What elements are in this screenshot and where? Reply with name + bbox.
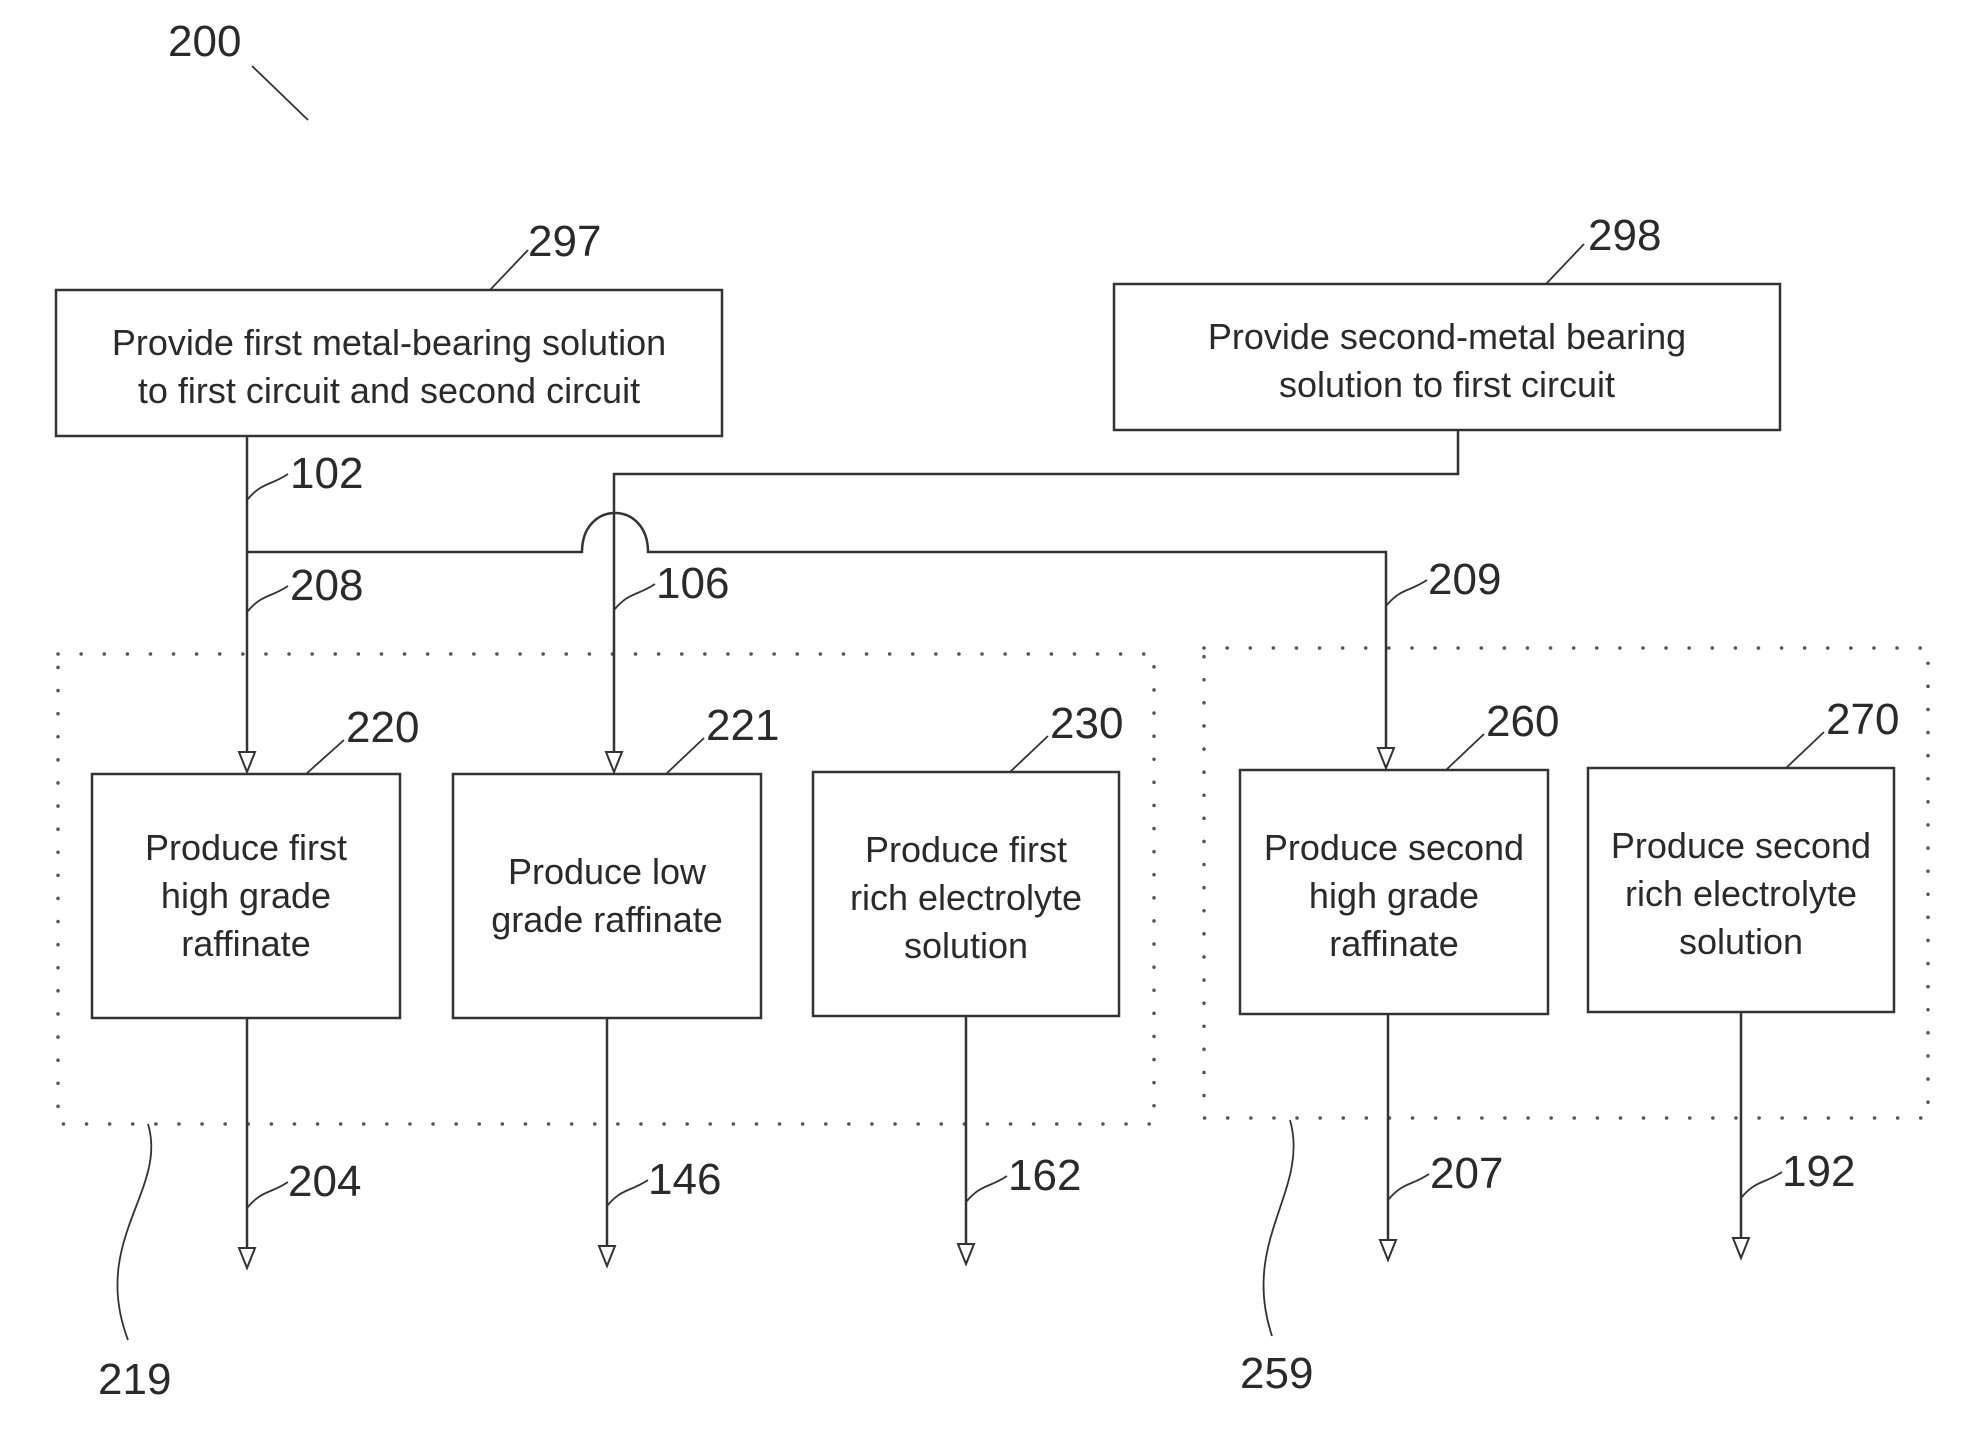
stream-209-ref: 209 (1428, 555, 1501, 604)
box-270-line-3: solution (1679, 921, 1803, 962)
box-230-line-3: solution (904, 925, 1028, 966)
box-220-ref: 220 (346, 703, 419, 752)
stream-207-ref: 207 (1430, 1149, 1503, 1198)
stream-192-ref: 192 (1782, 1147, 1855, 1196)
arrow-207 (1380, 1240, 1396, 1260)
box-260-ref-leader (1446, 734, 1484, 770)
box-297-ref: 297 (528, 217, 601, 266)
box-221-line-1: Produce low (508, 851, 707, 892)
stream-162-leader (966, 1176, 1007, 1202)
box-221-ref: 221 (706, 701, 779, 750)
box-230-line-2: rich electrolyte (850, 877, 1082, 918)
stream-106-leader (614, 584, 655, 610)
box-270-line-1: Produce second (1611, 825, 1871, 866)
box-298-line-2: solution to first circuit (1279, 364, 1615, 405)
box-297-line-1: Provide first metal-bearing solution (112, 322, 666, 363)
arrow-146 (599, 1246, 615, 1266)
stream-204-ref: 204 (288, 1157, 361, 1206)
figure-ref: 200 (168, 17, 241, 66)
box-297: Provide first metal-bearing solution to … (56, 290, 722, 436)
arrow-into-221 (606, 752, 622, 772)
arrow-204 (239, 1248, 255, 1268)
stream-208-leader (247, 586, 288, 612)
box-260-line-3: raffinate (1329, 923, 1458, 964)
stream-146-ref: 146 (648, 1155, 721, 1204)
figure-ref-leader (252, 66, 308, 120)
box-220-line-3: raffinate (181, 923, 310, 964)
box-297-line-2: to first circuit and second circuit (138, 370, 640, 411)
circuit-219-ref: 219 (98, 1355, 171, 1404)
box-230: Produce first rich electrolyte solution (813, 772, 1119, 1016)
box-260-line-2: high grade (1309, 875, 1479, 916)
circuit-259-leader (1263, 1120, 1293, 1336)
circuit-259-ref: 259 (1240, 1349, 1313, 1398)
box-221-line-2: grade raffinate (491, 899, 723, 940)
stream-102-ref: 102 (290, 449, 363, 498)
box-220-line-2: high grade (161, 875, 331, 916)
box-297-ref-leader (490, 250, 528, 290)
box-230-ref: 230 (1050, 699, 1123, 748)
box-298-ref: 298 (1588, 211, 1661, 260)
box-298: Provide second-metal bearing solution to… (1114, 284, 1780, 430)
box-270-line-2: rich electrolyte (1625, 873, 1857, 914)
box-220-line-1: Produce first (145, 827, 347, 868)
stream-192-leader (1741, 1172, 1782, 1198)
arrow-192 (1733, 1238, 1749, 1258)
box-230-ref-leader (1010, 736, 1048, 772)
box-220: Produce first high grade raffinate (92, 774, 400, 1018)
box-220-ref-leader (306, 740, 344, 774)
stream-102-leader (247, 474, 288, 500)
stream-207-leader (1388, 1174, 1429, 1200)
arrow-into-220 (239, 752, 255, 772)
box-298-line-1: Provide second-metal bearing (1208, 316, 1686, 357)
box-221: Produce low grade raffinate (453, 774, 761, 1018)
stream-162-ref: 162 (1008, 1151, 1081, 1200)
stream-106-ref: 106 (656, 559, 729, 608)
box-270-ref: 270 (1826, 695, 1899, 744)
box-221-ref-leader (666, 738, 704, 774)
box-270: Produce second rich electrolyte solution (1588, 768, 1894, 1012)
stream-208-ref: 208 (290, 561, 363, 610)
arrow-162 (958, 1244, 974, 1264)
box-230-line-1: Produce first (865, 829, 1067, 870)
circuit-219-leader (117, 1124, 151, 1340)
stream-204-leader (247, 1182, 288, 1208)
box-260-line-1: Produce second (1264, 827, 1524, 868)
box-298-ref-leader (1546, 244, 1584, 284)
stream-146-leader (607, 1180, 648, 1206)
stream-209-leader (1386, 580, 1427, 606)
arrow-into-260 (1378, 748, 1394, 768)
box-260-ref: 260 (1486, 697, 1559, 746)
box-270-ref-leader (1786, 732, 1824, 768)
box-260: Produce second high grade raffinate (1240, 770, 1548, 1014)
